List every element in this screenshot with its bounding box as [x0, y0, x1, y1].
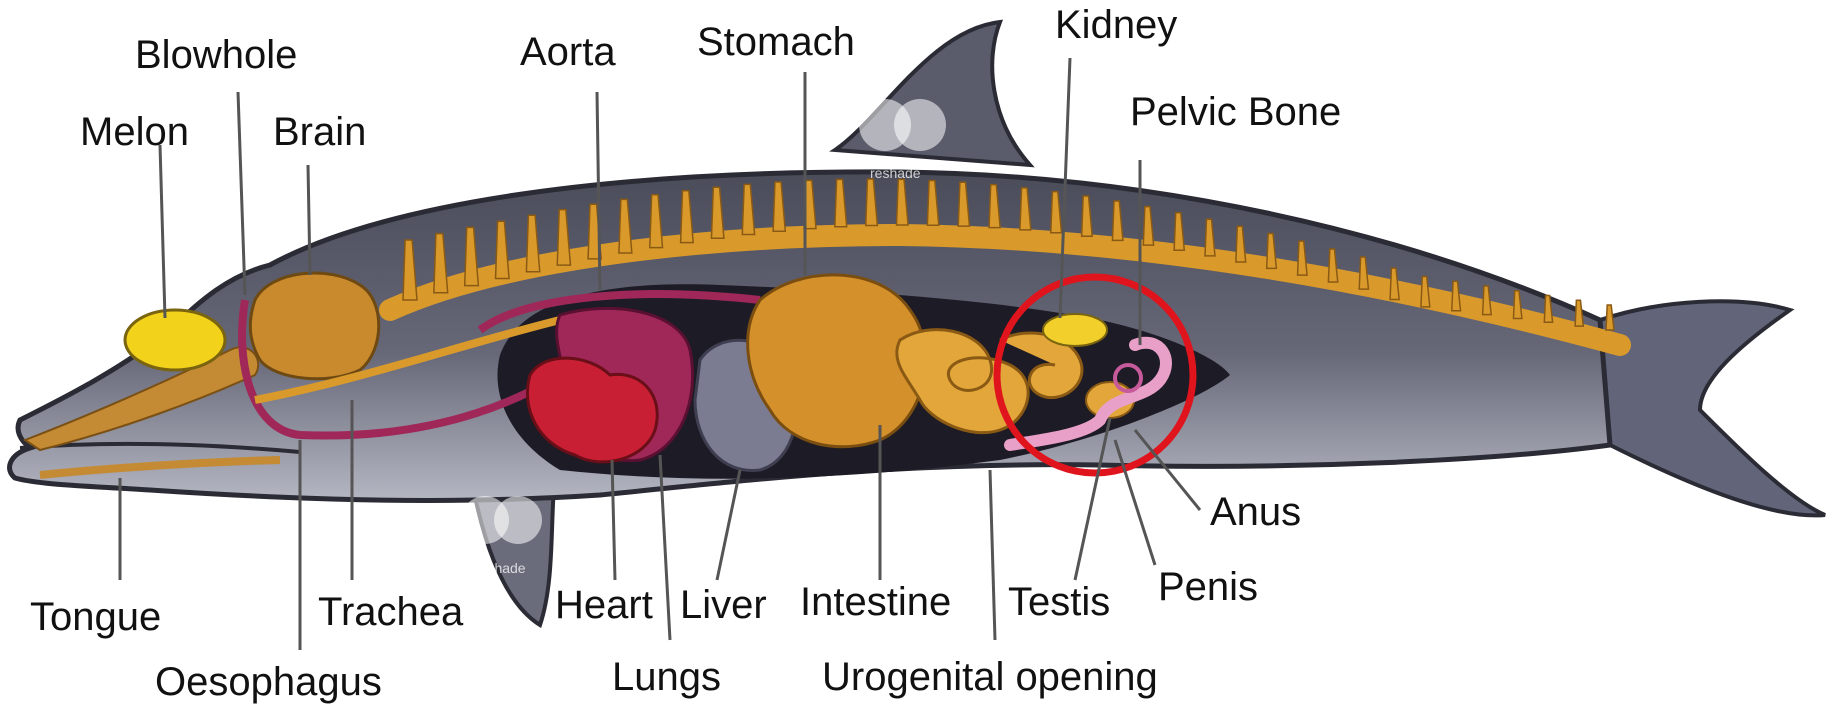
label-kidney: Kidney	[1055, 3, 1177, 47]
labels: Blowhole Melon Brain Aorta Stomach Kidne…	[30, 3, 1341, 704]
vertebra	[525, 214, 541, 273]
vertebra	[1512, 290, 1523, 320]
leader-lines	[118, 57, 1202, 650]
label-lungs: Lungs	[612, 655, 721, 699]
vertebra	[1049, 190, 1063, 234]
vertebra	[618, 198, 633, 254]
heart-organ	[525, 356, 659, 464]
vertebra	[772, 181, 787, 232]
leader-brain	[306, 164, 312, 276]
kidney-organ	[1042, 313, 1108, 347]
vertebra	[926, 179, 940, 226]
watermark-text: reshade	[870, 165, 921, 181]
vertebra	[1173, 211, 1186, 252]
melon-organ	[123, 308, 227, 372]
vertebra	[988, 183, 1001, 229]
leader-melon	[158, 144, 167, 319]
label-pelvic-bone: Pelvic Bone	[1130, 90, 1341, 134]
label-tongue: Tongue	[30, 595, 161, 639]
vertebra	[494, 220, 510, 280]
label-brain: Brain	[273, 110, 366, 154]
tongue-organ	[39, 456, 281, 479]
spine	[379, 178, 1631, 356]
leader-liver	[715, 469, 742, 581]
vertebra	[1296, 240, 1308, 276]
vertebra	[1574, 299, 1585, 327]
label-anus: Anus	[1210, 490, 1301, 534]
leader-penis	[1113, 439, 1157, 566]
vertebra	[1111, 200, 1124, 242]
vertebrae-spines	[402, 178, 1615, 331]
skull-rostrum	[22, 346, 260, 452]
label-penis: Penis	[1158, 565, 1258, 609]
aorta-vessel	[477, 290, 761, 334]
label-urogenital-opening: Urogenital opening	[822, 655, 1158, 699]
leader-urogenital	[988, 469, 997, 641]
label-oesophagus: Oesophagus	[155, 660, 382, 704]
penis-coil	[1113, 363, 1143, 393]
vertebra	[1543, 294, 1554, 324]
trachea-tube	[254, 316, 561, 404]
vertebra	[433, 232, 449, 294]
vertebra	[679, 190, 695, 244]
vertebra	[1327, 248, 1339, 283]
label-heart: Heart	[555, 583, 653, 627]
vertebra	[834, 178, 848, 228]
vertebra	[1420, 275, 1431, 308]
penis-organ	[1004, 336, 1172, 451]
label-testis: Testis	[1008, 580, 1110, 624]
leader-lungs	[658, 454, 672, 641]
leader-blowhole	[236, 91, 247, 296]
vertebra	[895, 178, 909, 226]
intestine-organ	[895, 328, 1084, 435]
leader-anus	[1133, 429, 1202, 511]
vertebra	[1204, 218, 1216, 257]
vertebra	[1019, 187, 1032, 231]
vertebra	[957, 181, 971, 227]
stomach-organ	[746, 273, 928, 449]
vertebra	[648, 194, 664, 249]
watermark-bottom: reshade	[461, 496, 542, 576]
vertebra	[1235, 225, 1247, 263]
watermark-text: reshade	[475, 560, 526, 576]
vertebra	[741, 183, 756, 236]
label-trachea: Trachea	[318, 590, 464, 634]
label-intestine: Intestine	[800, 580, 951, 624]
watermark-top: reshade	[859, 99, 946, 181]
vertebra	[1450, 280, 1462, 312]
vertebra	[556, 208, 572, 266]
vertebra	[1605, 304, 1615, 331]
brain-organ	[248, 271, 381, 381]
label-blowhole: Blowhole	[135, 33, 297, 77]
vertebra	[1080, 195, 1094, 238]
vertebra	[402, 239, 418, 301]
highlight-circle	[993, 273, 1197, 477]
leader-heart	[610, 459, 617, 581]
label-liver: Liver	[680, 583, 767, 627]
leader-kidney	[1058, 57, 1072, 319]
vertebra	[463, 226, 480, 287]
tail-fluke	[1597, 299, 1826, 518]
vertebra	[1142, 205, 1155, 246]
vertebra	[864, 178, 879, 227]
leader-testis	[1073, 417, 1112, 581]
vertebra	[1389, 267, 1400, 301]
label-melon: Melon	[80, 110, 189, 154]
leader-aorta	[595, 91, 602, 291]
vertebra	[710, 186, 725, 240]
vertebra	[1265, 232, 1278, 270]
vertebra	[1481, 285, 1493, 316]
vertebra	[1358, 256, 1370, 290]
label-aorta: Aorta	[520, 30, 616, 74]
label-stomach: Stomach	[697, 20, 855, 64]
